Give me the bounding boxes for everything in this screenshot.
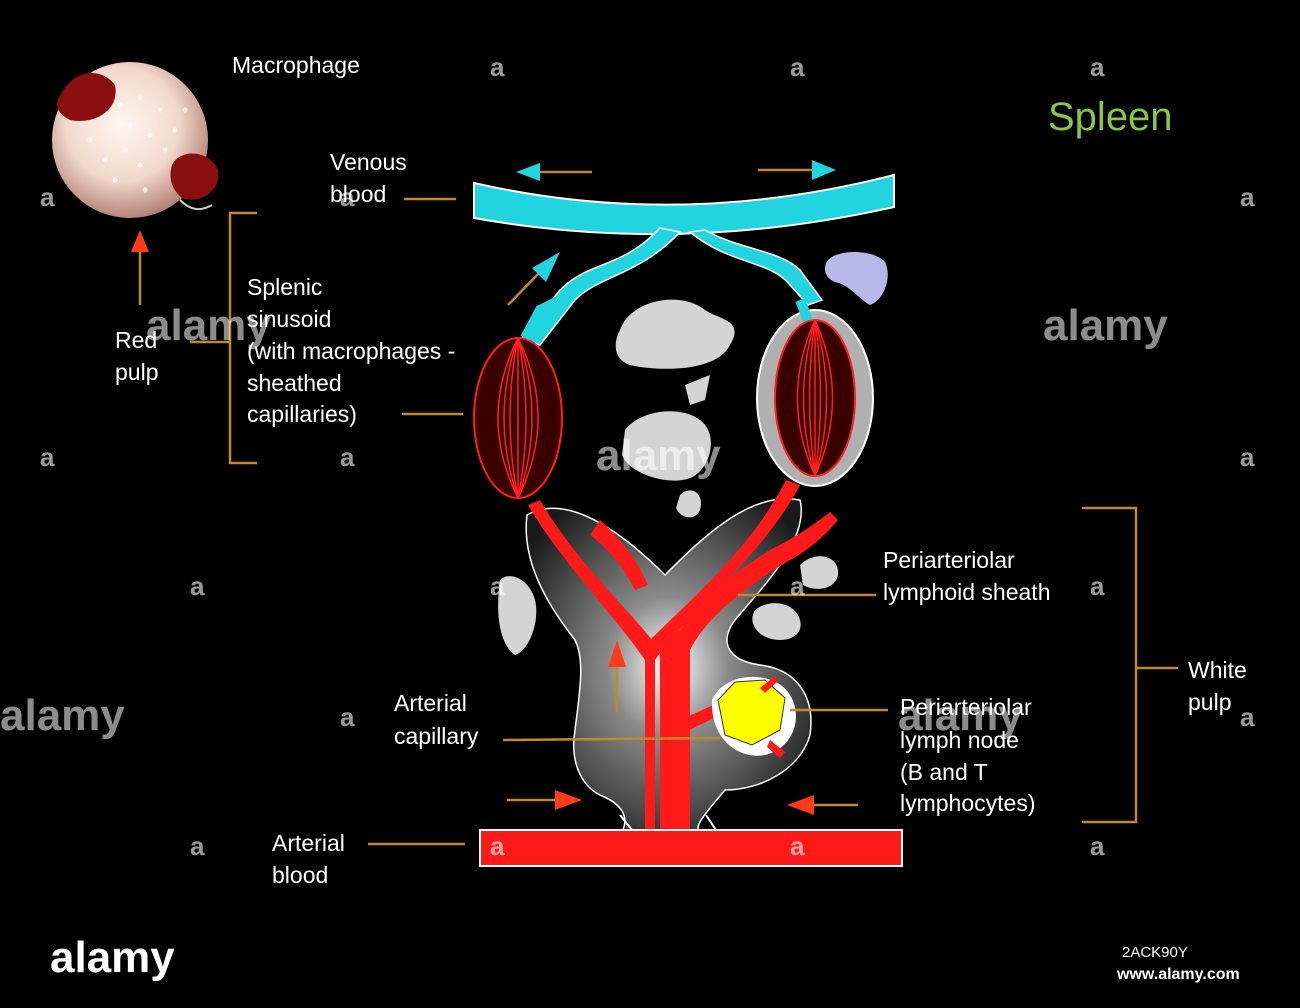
svg-text:a: a [1090, 571, 1105, 601]
arterial-vessel [479, 829, 903, 867]
arterial-capillary-label: Arterial capillary [394, 690, 479, 749]
svg-text:a: a [790, 831, 805, 861]
venous-vessel [473, 173, 895, 346]
upflow-arrow [608, 640, 626, 667]
svg-text:a: a [1240, 702, 1255, 732]
periarteriolar-lymphoid-sheath-label: Periarteriolar lymphoid sheath [883, 547, 1051, 605]
svg-text:a: a [1090, 52, 1105, 82]
watermark: alamy alamy alamy alamy alamy a a a a a a a a… [0, 52, 1255, 983]
white-pulp-bracket [1082, 506, 1138, 824]
venous-blood-label: Venous blood [330, 149, 413, 207]
svg-text:alamy: alamy [146, 301, 271, 350]
svg-text:a: a [490, 831, 505, 861]
arterial-blood-label: Arterial blood [272, 830, 351, 888]
image-id: 2ACK90Y [1122, 944, 1188, 961]
arterial-capillary-leader [502, 736, 721, 742]
svg-text:a: a [1240, 442, 1255, 472]
inflow-left-arrow [555, 790, 582, 810]
svg-text:a: a [490, 52, 505, 82]
svg-text:a: a [1090, 831, 1105, 861]
svg-text:a: a [190, 571, 205, 601]
svg-text:a: a [340, 702, 355, 732]
inflow-right-arrow [787, 795, 814, 815]
venous-flow-left-arrow [516, 163, 540, 181]
svg-text:a: a [40, 182, 55, 212]
svg-text:a: a [190, 831, 205, 861]
white-pulp-label: White pulp [1188, 657, 1253, 715]
svg-text:alamy: alamy [898, 691, 1023, 740]
red-pulp-cells [498, 299, 839, 655]
vessel-openings [619, 814, 717, 831]
svg-text:alamy: alamy [0, 691, 125, 740]
sinus-drain-arrow [532, 252, 560, 282]
right-sinusoid [756, 298, 874, 487]
alamy-url: www.alamy.com [1116, 966, 1240, 983]
lavender-cell [824, 251, 888, 305]
periarteriolar-lymph-node [711, 676, 796, 758]
svg-text:a: a [340, 182, 355, 212]
svg-text:a: a [790, 571, 805, 601]
red-pulp-arrowhead [131, 230, 149, 252]
periarteriolar-lymph-node-label: Periarteriolar lymph node (B and T lymph… [900, 694, 1038, 816]
macrophage-illustration [52, 62, 219, 218]
sinus-drain-line [507, 271, 541, 306]
venous-flow-right-arrow [812, 160, 836, 180]
svg-text:alamy: alamy [1043, 301, 1168, 350]
left-sinusoid [473, 295, 563, 499]
red-pulp-bracket [228, 211, 257, 465]
red-pulp-label: Red pulp [115, 327, 164, 385]
svg-text:a: a [1240, 182, 1255, 212]
svg-text:a: a [340, 442, 355, 472]
svg-text:alamy: alamy [596, 431, 721, 480]
svg-text:a: a [790, 52, 805, 82]
svg-text:a: a [490, 571, 505, 601]
macrophage-label: Macrophage [232, 52, 360, 78]
splenic-sinusoid-label: Splenic sinusoid (with macrophages - she… [247, 274, 462, 427]
svg-text:a: a [40, 442, 55, 472]
diagram-title: Spleen [1048, 95, 1173, 139]
alamy-logo: alamy [50, 933, 175, 982]
